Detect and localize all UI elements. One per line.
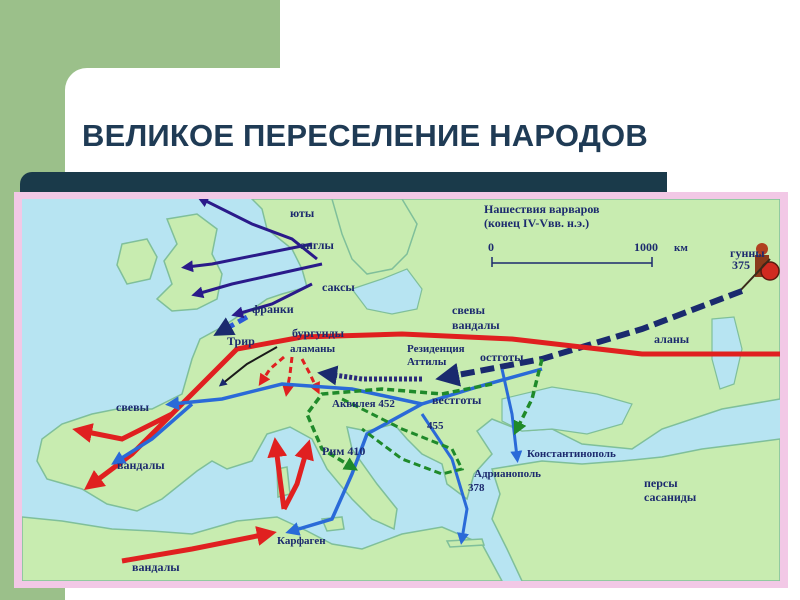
route-ostrogoths-loop: [341, 397, 465, 476]
route-attila: [317, 365, 422, 386]
route-angles: [196, 199, 318, 261]
route-vandals-spain: [84, 412, 174, 490]
label-huns: гунны: [730, 246, 765, 260]
label-vandals-west: вандалы: [117, 458, 165, 472]
land-crete: [445, 538, 486, 548]
label-jutes: юты: [290, 206, 315, 220]
route-ostrogoths: [513, 358, 544, 436]
label-suevi-vandals-1: свевы: [452, 303, 486, 317]
label-adrianople-year: 378: [468, 482, 485, 494]
route-vandals-main: [72, 331, 780, 443]
route-huns: [435, 288, 744, 387]
label-alans: аланы: [654, 332, 690, 346]
land-scandinavia: [331, 199, 418, 275]
legend-scale-start: 0: [488, 240, 494, 254]
label-vandals-africa: вандалы: [132, 560, 180, 574]
label-persians-1: персы: [644, 476, 678, 490]
route-saxons-2: [191, 262, 323, 299]
route-huns-west: [213, 314, 249, 336]
legend-title-line2: (конец IV-Vвв. н.э.): [484, 216, 589, 230]
legend-scale-end: 1000: [634, 240, 658, 254]
route-visigoths-spain: [111, 402, 194, 465]
route-visigoths-west: [165, 382, 423, 411]
label-aquileia: Аквилея 452: [332, 398, 395, 410]
land-africa: [22, 516, 503, 581]
route-visigoths-greece: [420, 413, 469, 545]
route-visigoths-balkans: [500, 368, 523, 463]
label-alamanni: аламаны: [290, 343, 336, 355]
label-trier: Трир: [227, 334, 255, 348]
label-ostrogoths: остготы: [480, 350, 524, 364]
label-attila-2: Аттилы: [407, 356, 447, 368]
map-legend: Нашествия варваров (конец IV-Vвв. н.э.) …: [484, 202, 688, 267]
label-rome: Рим 410: [322, 444, 365, 458]
route-franks: [231, 282, 313, 319]
label-carthage: Карфаген: [277, 535, 326, 547]
route-burgundians-2: [282, 356, 294, 397]
label-saxons: саксы: [322, 280, 355, 294]
huns-warrior-icon: [736, 243, 780, 295]
label-year-455: 455: [427, 420, 444, 432]
label-angles: англы: [300, 238, 334, 252]
label-constantinople: Константинополь: [527, 448, 616, 460]
land-ireland: [116, 238, 158, 285]
land-asia-minor: [491, 438, 780, 581]
seas: [351, 268, 743, 435]
label-persians-2: сасаниды: [644, 490, 697, 504]
migration-map: Нашествия варваров (конец IV-Vвв. н.э.) …: [22, 199, 780, 581]
legend-title-line1: Нашествия варваров: [484, 202, 600, 216]
baltic-sea: [351, 268, 423, 315]
title-underline-bar: [20, 172, 667, 194]
route-vandals-africa: [121, 526, 277, 564]
route-saxons-1: [181, 242, 313, 273]
route-burgundians-3: [300, 358, 320, 395]
route-ostrogoths-italy: [304, 382, 493, 471]
legend-scale-unit: км: [674, 242, 688, 254]
map-labels: юты англы саксы франки Трир бургунды ала…: [116, 206, 765, 574]
label-attila-1: Резиденция: [407, 343, 465, 355]
route-vandals-italy-1: [267, 437, 288, 510]
label-suevi-west: свевы: [116, 400, 150, 414]
label-visigoths: вестготы: [432, 393, 482, 407]
label-burgundians: бургунды: [292, 326, 345, 340]
label-franks: франки: [252, 302, 294, 316]
route-vandals-italy-2: [281, 439, 314, 511]
slide-title: ВЕЛИКОЕ ПЕРЕСЕЛЕНИЕ НАРОДОВ: [82, 118, 648, 153]
label-adrianople: Адрианополь: [474, 468, 541, 480]
route-rhine-west: [218, 346, 278, 387]
label-huns-year: 375: [732, 258, 750, 272]
label-suevi-vandals-2: вандалы: [452, 318, 500, 332]
